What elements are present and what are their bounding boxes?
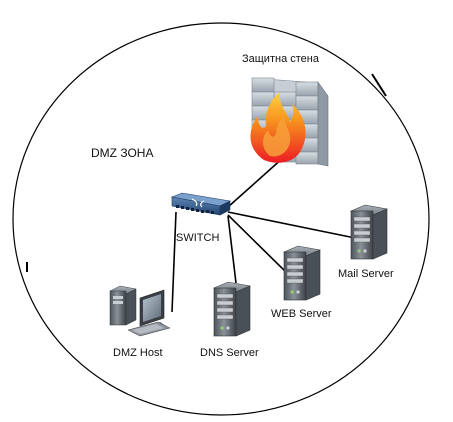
link-switch-host xyxy=(171,211,177,313)
dmz-host-label: DMZ Host xyxy=(113,347,163,359)
dns-server-icon xyxy=(213,281,251,337)
network-switch-icon xyxy=(170,192,231,216)
mail-server-label: Mail Server xyxy=(338,268,394,280)
firewall-icon xyxy=(250,77,329,167)
connection-lines xyxy=(171,156,356,313)
link-switch-mail xyxy=(227,211,356,239)
workstation-icon xyxy=(109,285,171,337)
link-switch-dns xyxy=(227,215,237,284)
link-switch-web xyxy=(227,214,291,277)
dns-server-label: DNS Server xyxy=(200,347,259,359)
link-switch-firewall xyxy=(227,156,285,208)
boundary-tick xyxy=(371,73,387,97)
dmz-zone-boundary xyxy=(12,22,430,416)
firewall-label: Защитна стена xyxy=(242,53,320,65)
switch-label: SWITCH xyxy=(176,232,219,244)
web-server-label: WEB Server xyxy=(271,308,332,320)
mail-server-icon xyxy=(350,204,388,260)
dmz-zone-label: DMZ ЗОНА xyxy=(91,146,153,160)
web-server-icon xyxy=(283,245,321,301)
